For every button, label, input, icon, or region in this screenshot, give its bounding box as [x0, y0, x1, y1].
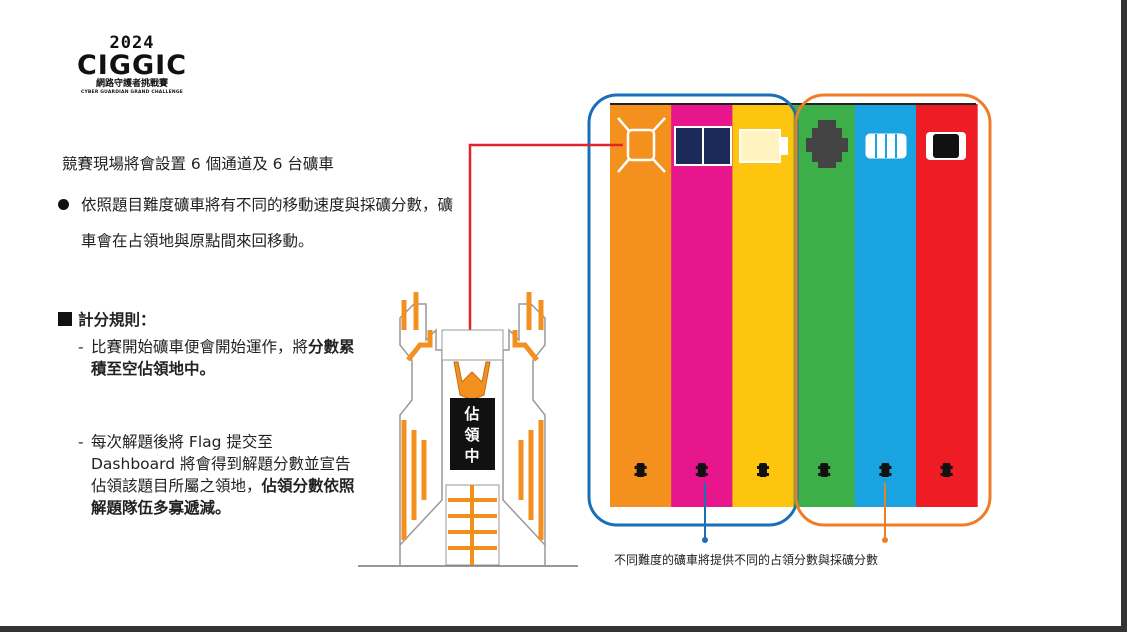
box-territory-icon — [739, 129, 788, 163]
red-pointer-line — [468, 143, 623, 340]
rule-text: 每次解題後將 Flag 提交至 Dashboard 將會得到解題分數並宣告佔領該… — [91, 433, 351, 495]
mine-cart-icon — [879, 463, 892, 477]
rule-text: 比賽開始礦車便會開始運作，將 — [91, 338, 309, 356]
orange-group-outline — [794, 93, 992, 527]
rule-bold-text: 分數累積至空佔領地中。 — [91, 338, 355, 378]
lane-3 — [732, 104, 795, 507]
square-bullet-icon — [58, 312, 72, 326]
event-logo: 2024 CIGGIC 網路守護者挑戰賽 CYBER GUARDIAN GRAN… — [62, 35, 202, 105]
logo-name: CIGGIC — [76, 50, 188, 81]
territory-tower — [358, 292, 578, 567]
diagram-caption: 不同難度的礦車將提供不同的占領分數與採礦分數 — [614, 553, 879, 567]
scoring-rules-label: 計分規則： — [78, 311, 156, 329]
logo-english-title: CYBER GUARDIAN GRAND CHALLENGE — [80, 90, 184, 95]
lane-6 — [916, 104, 978, 507]
mine-cart-icon — [695, 463, 708, 477]
lane-5 — [854, 104, 917, 507]
chip-territory-icon — [926, 132, 966, 160]
rule-dash: - — [78, 338, 84, 356]
tower-label-char: 領 — [464, 426, 480, 444]
crest-emblem-icon — [453, 361, 491, 401]
lane-group — [610, 104, 978, 507]
blue-connector-dot — [702, 537, 708, 543]
lane-2 — [671, 104, 733, 507]
intro-text: 競賽現場將會設置 6 個通道及 6 台礦車 — [62, 155, 334, 173]
lane-1 — [610, 104, 672, 507]
rule-bold-text: 佔領分數依照解題隊伍多寡遞減。 — [91, 477, 355, 517]
mine-cart-group — [634, 463, 953, 477]
occupying-label-box — [450, 398, 495, 470]
crate-territory-icon — [674, 126, 732, 166]
gear-territory-icon — [806, 120, 848, 168]
mine-cart-icon — [818, 463, 831, 477]
battery-territory-icon — [865, 133, 907, 159]
scoring-rules-heading: 計分規則： — [58, 308, 156, 330]
rule-dash: - — [78, 433, 84, 451]
logo-chinese-title: 網路守護者挑戰賽 — [95, 79, 168, 89]
bullet-dot-icon — [58, 199, 69, 210]
lane-4 — [793, 104, 856, 507]
mine-cart-icon — [634, 463, 647, 477]
logo-year: 2024 — [109, 33, 155, 53]
tower-label-char: 佔 — [463, 405, 479, 423]
tower-label-char: 中 — [464, 447, 479, 465]
bullet-text: 依照題目難度礦車將有不同的移動速度與採礦分數，礦車會在占領地與原點間來回移動。 — [81, 196, 454, 250]
mine-cart-icon — [757, 463, 769, 477]
orange-connector-dot — [882, 537, 888, 543]
mine-cart-icon — [940, 463, 953, 477]
drone-territory-icon — [617, 117, 666, 173]
